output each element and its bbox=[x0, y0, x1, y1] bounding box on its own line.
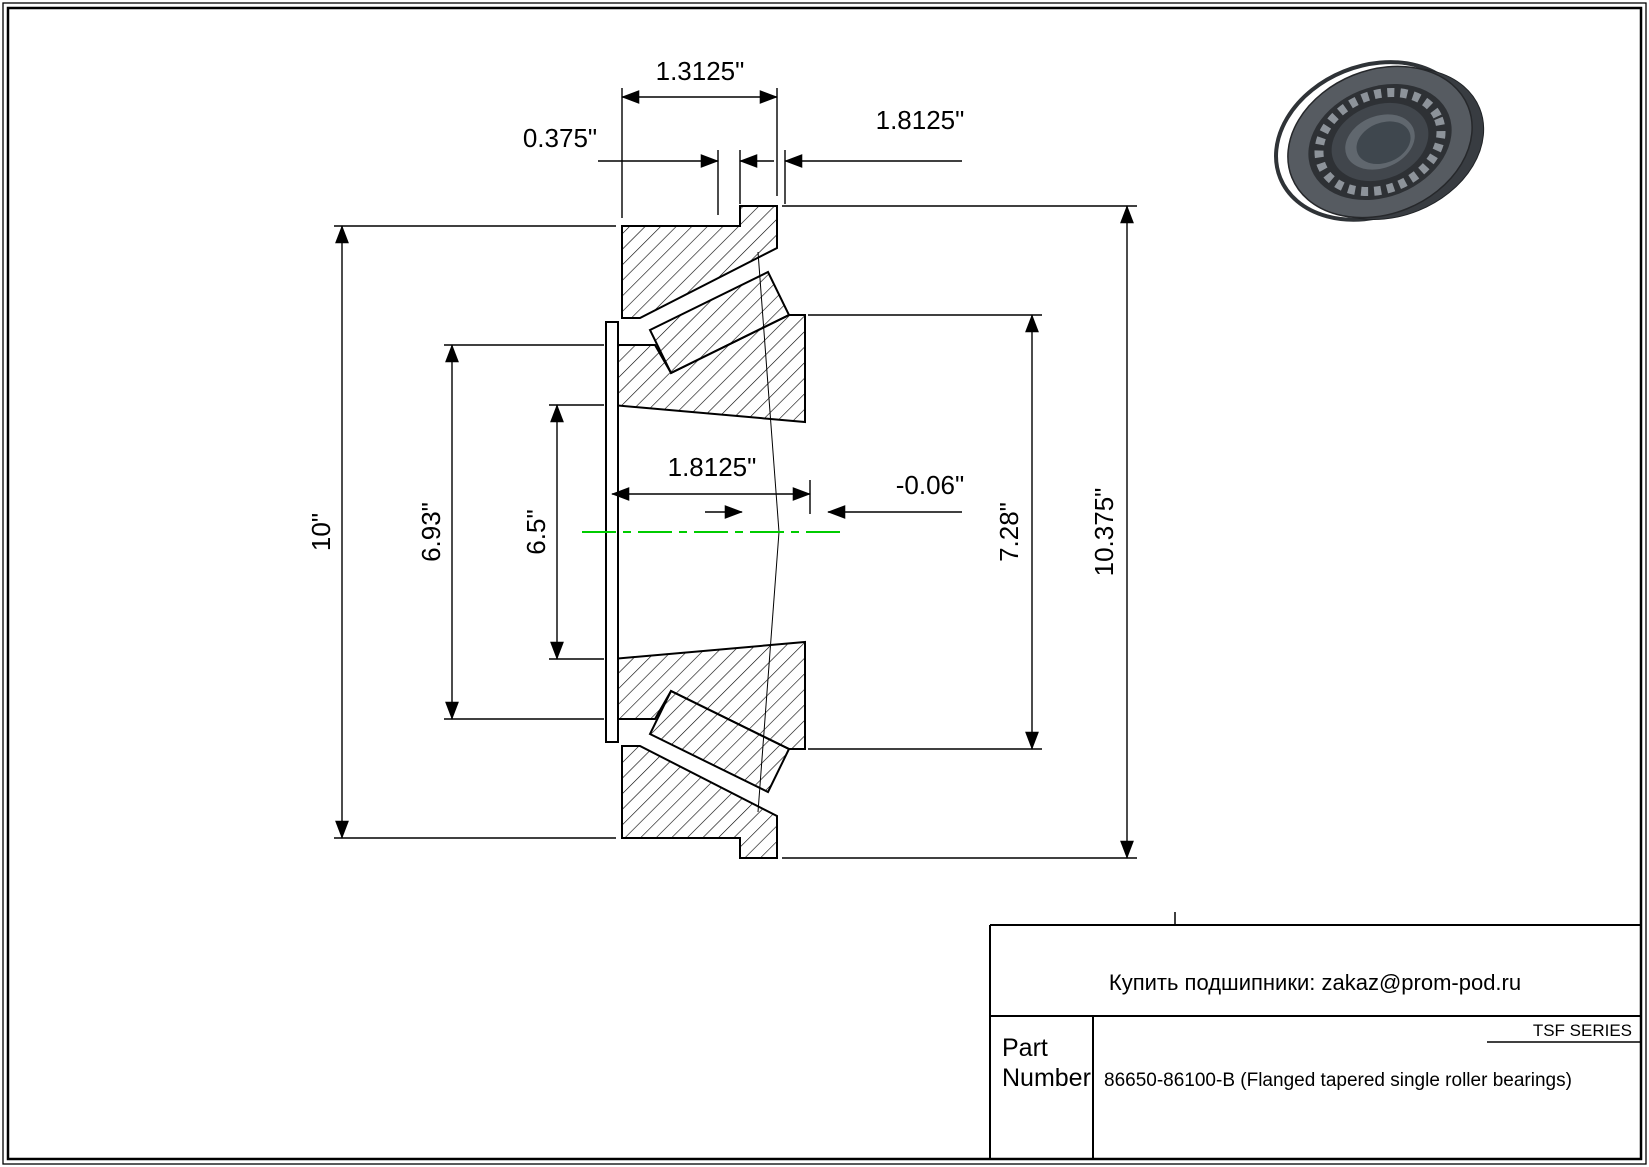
dim-offset: -0.06" bbox=[705, 470, 965, 519]
part-label-line1: Part bbox=[1002, 1034, 1048, 1062]
roller-axis-upper bbox=[757, 251, 780, 533]
title-block: Купить подшипники: zakaz@prom-pod.ru TSF… bbox=[989, 912, 1641, 1159]
dim-offset-label: -0.06" bbox=[896, 470, 965, 500]
dim-flange-width-label: 0.375" bbox=[523, 123, 597, 153]
dim-cone-width: 1.8125" bbox=[611, 452, 811, 514]
part-label-line2: Number bbox=[1002, 1064, 1091, 1092]
dim-cup-outer-diameter-label: 10" bbox=[306, 513, 336, 551]
dim-cone-width-label: 1.8125" bbox=[668, 452, 757, 482]
dim-cup-outer-diameter: 10" bbox=[306, 225, 616, 839]
dim-cup-width-label: 1.3125" bbox=[656, 56, 745, 86]
dim-rib-diameter: 7.28" bbox=[808, 314, 1042, 750]
cone-lower bbox=[611, 640, 806, 750]
dim-overall-width-label: 1.8125" bbox=[876, 105, 965, 135]
dim-flange-diameter: 10.375" bbox=[782, 205, 1137, 859]
part-number: 86650-86100-B (Flanged tapered single ro… bbox=[1104, 1070, 1572, 1091]
cup-lower bbox=[621, 745, 778, 859]
cup-upper bbox=[621, 205, 778, 319]
series-label: TSF SERIES bbox=[1533, 1021, 1632, 1040]
bearing-photo bbox=[1274, 60, 1485, 222]
dim-rib-diameter-label: 7.28" bbox=[994, 502, 1024, 562]
supplier-contact: Купить подшипники: zakaz@prom-pod.ru bbox=[1109, 970, 1521, 995]
dim-cup-width: 1.3125" bbox=[621, 56, 778, 218]
dim-bore-diameter-label: 6.5" bbox=[521, 509, 551, 554]
cone-upper bbox=[611, 314, 806, 424]
dim-cone-diameter-label: 6.93" bbox=[416, 502, 446, 562]
dim-cone-diameter: 6.93" bbox=[416, 344, 604, 720]
dim-flange-width: 0.375" bbox=[523, 123, 774, 215]
dim-bore-diameter: 6.5" bbox=[521, 404, 604, 660]
roller-axis-lower bbox=[757, 531, 780, 813]
dim-overall-width: 1.8125" bbox=[784, 105, 965, 204]
dim-flange-diameter-label: 10.375" bbox=[1089, 488, 1119, 577]
dimensions: 1.3125" 0.375" 1.8125" 10" 6.93" bbox=[306, 56, 1137, 859]
bearing-cross-section bbox=[605, 205, 806, 859]
